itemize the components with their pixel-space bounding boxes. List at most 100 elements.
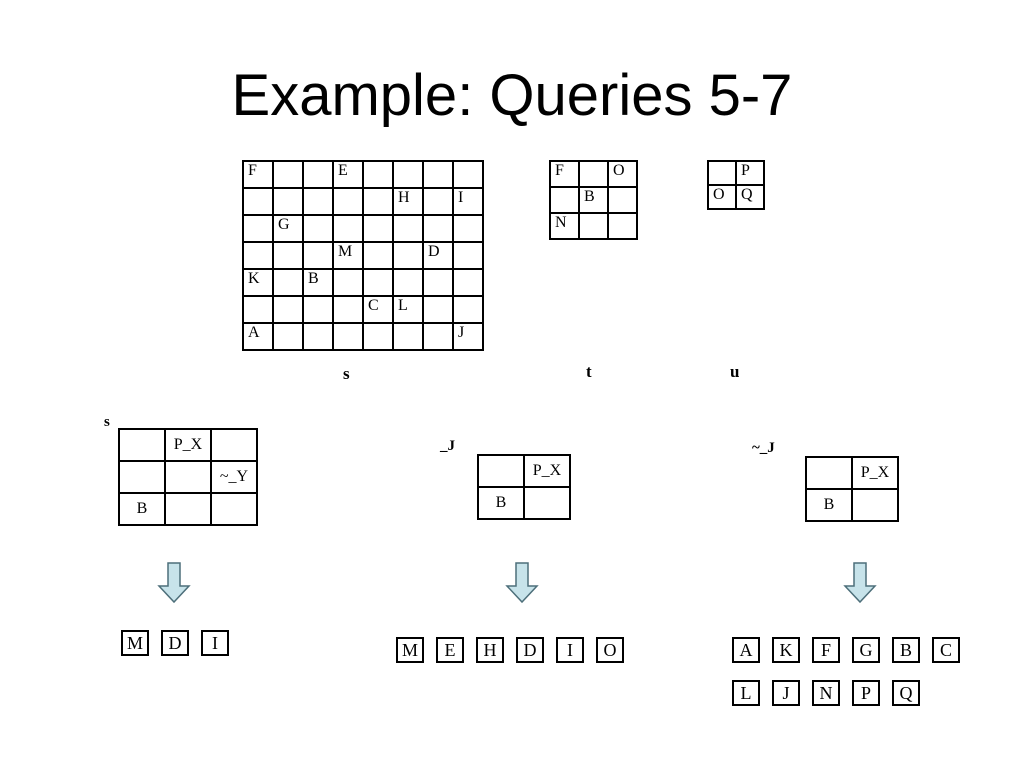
query1-grid-cell: ~_Y xyxy=(210,460,258,494)
query1-grid-cell: B xyxy=(118,492,166,526)
grid-s-cell xyxy=(422,322,454,351)
grid-u-cell xyxy=(707,160,737,186)
grid-s-cell xyxy=(332,295,364,324)
grid-s-cell xyxy=(302,322,334,351)
grid-s-cell: F xyxy=(242,160,274,189)
grid-s-cell xyxy=(242,295,274,324)
grid-s-row: G xyxy=(242,214,484,243)
grid-s-cell xyxy=(422,268,454,297)
grid-s-cell: E xyxy=(332,160,364,189)
result-item: Q xyxy=(892,680,920,706)
grid-s-cell xyxy=(392,160,424,189)
grid-s-cell xyxy=(332,322,364,351)
grid-s-cell xyxy=(422,187,454,216)
query2-grid-row: B xyxy=(477,486,571,520)
grid-s-cell xyxy=(302,160,334,189)
result-item: I xyxy=(556,637,584,663)
result-item: L xyxy=(732,680,760,706)
grid-s-cell: M xyxy=(332,241,364,270)
query2-grid-cell xyxy=(477,454,525,488)
grid-s-cell xyxy=(242,187,274,216)
grid-t-cell: B xyxy=(578,186,609,214)
grid-s-cell xyxy=(272,187,304,216)
query3-grid-cell: B xyxy=(805,488,853,522)
result-item: H xyxy=(476,637,504,663)
down-arrow-icon xyxy=(505,562,539,604)
query1-grid-cell xyxy=(118,428,166,462)
grid-u-cell: P xyxy=(735,160,765,186)
result-item: K xyxy=(772,637,800,663)
grid-t-cell: O xyxy=(607,160,638,188)
query1-grid-row: P_X xyxy=(118,428,258,462)
grid-s-cell xyxy=(272,295,304,324)
grid-s-cell: H xyxy=(392,187,424,216)
query1-grid-row: ~_Y xyxy=(118,460,258,494)
grid-s-cell xyxy=(302,214,334,243)
grid-s-cell xyxy=(392,214,424,243)
grid-t-cell: N xyxy=(549,212,580,240)
grid-t-cell xyxy=(607,186,638,214)
result-item: P xyxy=(852,680,880,706)
result-item: I xyxy=(201,630,229,656)
grid-s-cell: K xyxy=(242,268,274,297)
grid-s-label: s xyxy=(343,364,350,383)
grid-s-cell xyxy=(362,268,394,297)
query3-grid-cell: P_X xyxy=(851,456,899,490)
result-item: M xyxy=(121,630,149,656)
grid-s-cell xyxy=(422,160,454,189)
result-item: G xyxy=(852,637,880,663)
grid-s-cell xyxy=(302,187,334,216)
grid-u-cell: Q xyxy=(735,184,765,210)
grid-s-cell xyxy=(242,214,274,243)
grid-s-cell xyxy=(272,241,304,270)
grid-s-cell xyxy=(452,160,484,189)
grid-s-cell xyxy=(272,322,304,351)
grid-s-cell: J xyxy=(452,322,484,351)
down-arrow-icon xyxy=(843,562,877,604)
result-item: N xyxy=(812,680,840,706)
grid-t-cell xyxy=(578,212,609,240)
grid-s-cell xyxy=(452,268,484,297)
query3-grid-cell xyxy=(851,488,899,522)
grid-t-cell xyxy=(549,186,580,214)
result-item: C xyxy=(932,637,960,663)
query2-grid-cell: B xyxy=(477,486,525,520)
grid-s-cell xyxy=(452,241,484,270)
query2-grid-cell: P_X xyxy=(523,454,571,488)
grid-s-cell xyxy=(302,295,334,324)
result-item: B xyxy=(892,637,920,663)
query2-label: _J xyxy=(440,438,455,454)
grid-s-cell xyxy=(362,322,394,351)
slide-title: Example: Queries 5-7 xyxy=(231,63,793,128)
query1-grid-row: B xyxy=(118,492,258,526)
grid-s-cell: G xyxy=(272,214,304,243)
grid-s-cell: D xyxy=(422,241,454,270)
grid-s-cell xyxy=(362,187,394,216)
grid-s-cell xyxy=(452,214,484,243)
grid-s-cell xyxy=(392,268,424,297)
query2-grid-row: P_X xyxy=(477,454,571,488)
query3-grid-cell xyxy=(805,456,853,490)
grid-s-cell: B xyxy=(302,268,334,297)
result-item: E xyxy=(436,637,464,663)
grid-t-label: t xyxy=(586,362,592,381)
down-arrow-icon xyxy=(157,562,191,604)
grid-s-cell: I xyxy=(452,187,484,216)
result-item: D xyxy=(516,637,544,663)
grid-s-cell xyxy=(392,241,424,270)
